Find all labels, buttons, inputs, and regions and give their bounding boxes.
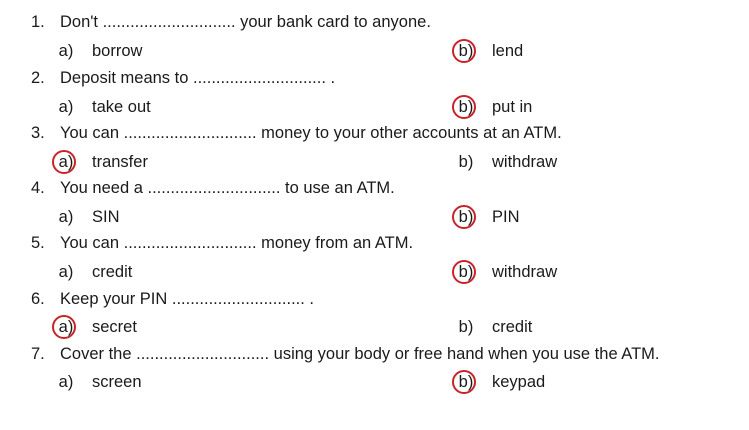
question-4: 4. You need a ...........................…: [31, 177, 395, 199]
question-text: You need a .............................…: [60, 179, 395, 197]
option-letter: b): [458, 318, 474, 336]
option-7b[interactable]: b) keypad: [452, 370, 546, 394]
option-3b[interactable]: b) withdraw: [454, 150, 557, 174]
question-number: 5.: [31, 234, 45, 252]
option-letter-circled: a): [52, 315, 78, 339]
question-3: 3. You can ............................. …: [31, 122, 562, 144]
question-text: Deposit means to .......................…: [60, 69, 336, 87]
option-letter: b): [458, 153, 474, 171]
option-letter-circled: b): [452, 95, 478, 119]
option-text: lend: [492, 42, 524, 60]
option-4b[interactable]: b) PIN: [452, 205, 520, 229]
option-letter: a): [58, 98, 74, 116]
option-text: SIN: [92, 208, 120, 226]
option-3a[interactable]: a) transfer: [52, 150, 148, 174]
option-text: screen: [92, 373, 142, 391]
option-letter: a): [58, 42, 74, 60]
option-text: keypad: [492, 373, 546, 391]
option-letter-circled: b): [452, 260, 478, 284]
question-number: 2.: [31, 69, 45, 87]
question-2: 2. Deposit means to .....................…: [31, 67, 335, 89]
question-text: Don't ............................. your…: [60, 13, 431, 31]
option-text: PIN: [492, 208, 520, 226]
option-text: borrow: [92, 42, 143, 60]
question-number: 1.: [31, 13, 45, 31]
option-2a[interactable]: a) take out: [54, 95, 151, 119]
option-text: transfer: [92, 153, 148, 171]
question-text: Keep your PIN ..........................…: [60, 290, 315, 308]
option-text: credit: [92, 263, 133, 281]
question-5: 5. You can ............................. …: [31, 232, 413, 254]
question-text: You can ............................. mo…: [60, 124, 562, 142]
option-letter: a): [58, 263, 74, 281]
question-1: 1. Don't ............................. yo…: [31, 11, 431, 33]
option-1b[interactable]: b) lend: [452, 39, 524, 63]
option-letter-circled: b): [452, 205, 478, 229]
option-text: secret: [92, 318, 137, 336]
option-5b[interactable]: b) withdraw: [452, 260, 558, 284]
option-2b[interactable]: b) put in: [452, 95, 533, 119]
option-6a[interactable]: a) secret: [52, 315, 137, 339]
question-number: 7.: [31, 345, 45, 363]
option-5a[interactable]: a) credit: [54, 260, 133, 284]
option-4a[interactable]: a) SIN: [54, 205, 120, 229]
option-6b[interactable]: b) credit: [454, 315, 533, 339]
question-text: You can ............................. mo…: [60, 234, 414, 252]
question-6: 6. Keep your PIN ........................…: [31, 288, 314, 310]
question-number: 3.: [31, 124, 45, 142]
option-letter-circled: b): [452, 39, 478, 63]
question-number: 6.: [31, 290, 45, 308]
option-letter: a): [58, 208, 74, 226]
question-number: 4.: [31, 179, 45, 197]
option-text: take out: [92, 98, 151, 116]
option-text: withdraw: [492, 263, 558, 281]
option-text: put in: [492, 98, 533, 116]
option-letter-circled: b): [452, 370, 478, 394]
question-7: 7. Cover the ............................…: [31, 343, 660, 365]
option-1a[interactable]: a) borrow: [54, 39, 143, 63]
option-letter: a): [58, 373, 74, 391]
option-text: credit: [492, 318, 533, 336]
question-text: Cover the ............................. …: [60, 345, 660, 363]
option-7a[interactable]: a) screen: [54, 370, 142, 394]
option-text: withdraw: [492, 153, 558, 171]
option-letter-circled: a): [52, 150, 78, 174]
